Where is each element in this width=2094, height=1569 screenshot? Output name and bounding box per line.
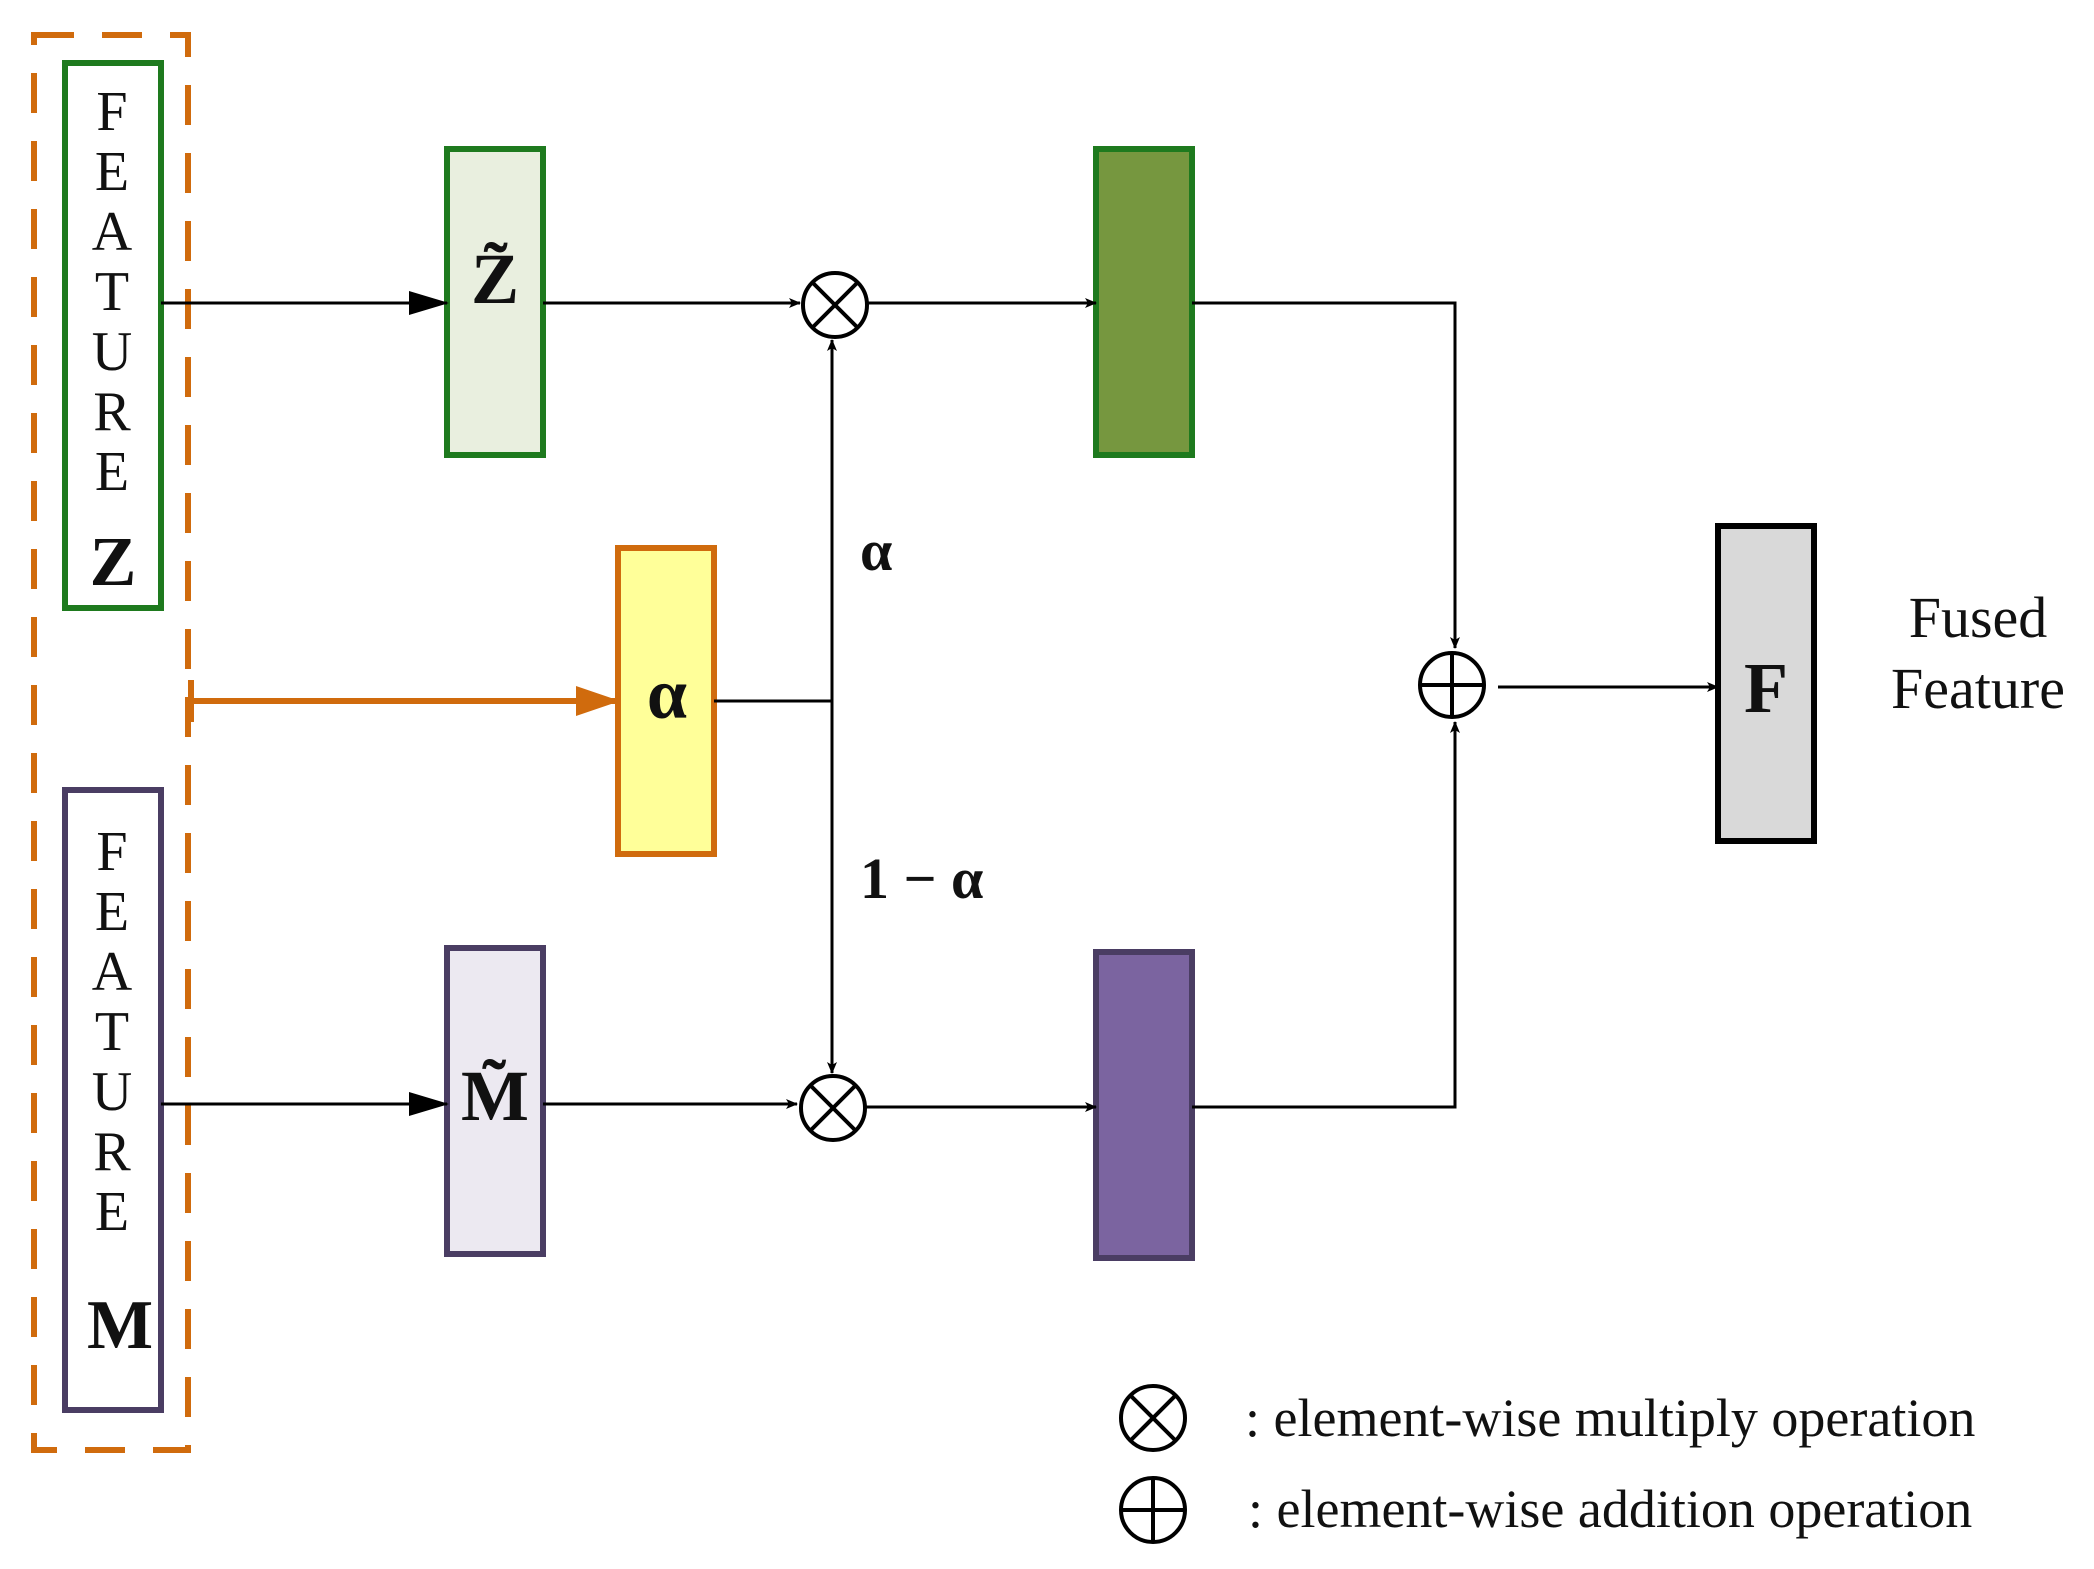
arrow-zweighted-to-add [1192,301,1460,649]
feature-m-letter: A [92,941,133,1003]
feature-m-letter: U [92,1061,132,1123]
feature-m-name: M [87,1287,153,1364]
addition-operator [1418,651,1486,719]
z-weighted-block [1093,146,1195,458]
feature-z-letter: E [95,441,129,503]
m-tilde-label: M̃ [461,1056,529,1136]
fused-feature-block [1715,523,1817,844]
weight-one-minus-alpha-label: 1 − α [860,846,983,911]
input-features-group [31,32,191,1453]
multiply-operator-bottom [799,1074,867,1142]
m-weighted-block [1093,949,1195,1261]
multiply-operator-top [801,271,869,339]
legend: : element-wise multiply operation : elem… [1119,1384,1975,1544]
feature-z-letter: F [96,81,127,143]
arrow-mweighted-to-add [1192,721,1460,1109]
fused-feature-label: F [1744,648,1788,728]
feature-m-letter: E [95,1181,129,1243]
fused-caption-line1: Fused [1909,585,2048,650]
legend-multiply-icon [1119,1384,1187,1452]
legend-addition-icon [1119,1476,1187,1544]
feature-z-letter: R [93,381,131,443]
feature-m-letter: R [93,1121,131,1183]
m-tilde-block [444,945,546,1257]
feature-z-letter: U [92,321,132,383]
legend-multiply-text: : element-wise multiply operation [1245,1388,1975,1448]
feature-m-letter: E [95,881,129,943]
feature-m-box: F E A T U R E M [62,787,164,1413]
feature-m-letter: T [95,1001,129,1063]
feature-z-name: Z [90,524,137,601]
weight-alpha-label: α [860,518,892,583]
feature-z-letter: T [95,261,129,323]
alpha-label: α [647,654,687,734]
feature-z-letter: A [92,201,133,263]
z-tilde-label: Z̃ [471,239,519,319]
feature-z-box: F E A T U R E Z [62,60,164,611]
feature-z-letter: E [95,141,129,203]
legend-addition-text: : element-wise addition operation [1248,1479,1972,1539]
feature-m-letter: F [96,821,127,883]
fused-caption-line2: Feature [1891,656,2065,721]
